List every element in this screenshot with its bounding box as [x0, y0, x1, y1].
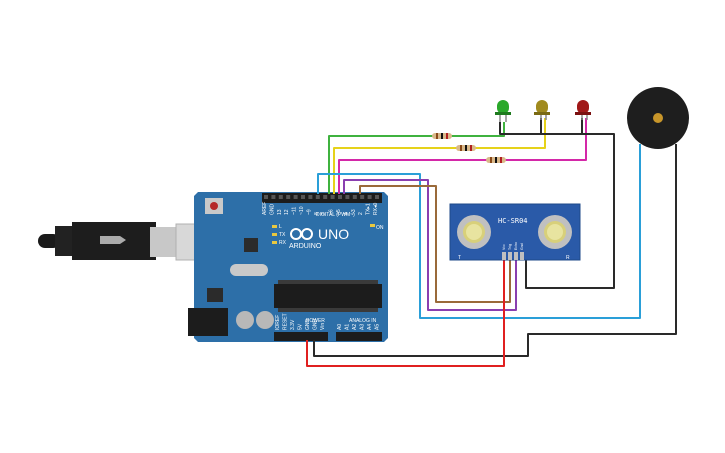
digital-label: DIGITAL (PWM~)	[316, 212, 355, 218]
digital-pin-7[interactable]	[315, 195, 320, 199]
digital-pin-label-14: TX▸1	[366, 203, 372, 215]
digital-pin-4[interactable]	[293, 195, 298, 199]
power-pin-label-0: IOREF	[275, 315, 281, 330]
digital-pin-15[interactable]	[375, 195, 379, 199]
digital-pin-13[interactable]	[360, 195, 365, 199]
resistor-green[interactable]	[432, 133, 452, 139]
piezo-buzzer[interactable]	[627, 87, 689, 149]
sensor-t-mark: T	[458, 255, 461, 261]
power-pin-label-3: 5V	[298, 323, 304, 330]
power-pin-label-4: GND	[305, 319, 311, 331]
digital-pin-label-10: ~5	[336, 209, 342, 215]
sensor-r-mark: R	[566, 255, 570, 261]
digital-pin-1[interactable]	[271, 195, 276, 199]
digital-pin-label-1: GND	[269, 204, 275, 216]
led-green[interactable]	[495, 100, 511, 122]
digital-pin-2[interactable]	[278, 195, 283, 199]
led-rx	[272, 241, 277, 244]
digital-pin-12[interactable]	[352, 195, 357, 199]
power-jack	[188, 308, 228, 336]
digital-pin-label-4: ~11	[292, 207, 298, 215]
digital-pin-0[interactable]	[264, 195, 268, 199]
digital-pin-14[interactable]	[367, 195, 372, 199]
digital-pin-label-5: ~10	[299, 206, 305, 215]
digital-pin-10[interactable]	[338, 195, 342, 199]
analog-pin-label-2: A2	[352, 324, 358, 330]
resistor-yellow[interactable]	[456, 145, 476, 151]
uno-label: UNO	[318, 226, 349, 242]
wire-magenta[interactable]	[338, 118, 587, 194]
sensor-pin-label-0: Vcc	[502, 244, 506, 250]
capacitor-right	[256, 311, 274, 329]
wire-yellow[interactable]	[333, 118, 546, 194]
resistor-red[interactable]	[486, 157, 506, 163]
digital-pin-label-9: ~6	[329, 209, 335, 215]
led-on	[370, 224, 375, 227]
digital-pin-11[interactable]	[345, 195, 350, 199]
digital-pin-3[interactable]	[286, 195, 291, 199]
power-pin-label-5: GND	[313, 319, 319, 331]
crystal	[230, 264, 268, 276]
digital-pin-label-12: ~3	[351, 209, 357, 215]
wire-red-5v[interactable]	[306, 258, 505, 367]
digital-pin-label-11: 4	[343, 212, 349, 215]
analog-header[interactable]	[336, 332, 382, 341]
wire-black-led[interactable]	[499, 122, 615, 289]
analog-pin-label-5: A5	[375, 324, 381, 330]
usb-cable[interactable]	[38, 222, 207, 261]
analog-pin-label-1: A1	[345, 324, 351, 330]
led-tx-label: TX	[279, 232, 286, 238]
arduino-logo-text: ARDUINO	[289, 243, 322, 250]
digital-pin-label-2: 13	[277, 209, 283, 215]
sensor-model-label: HC-SR04	[498, 217, 528, 225]
wire-brown[interactable]	[359, 185, 511, 303]
digital-pin-8[interactable]	[323, 195, 328, 199]
digital-pin-5[interactable]	[301, 195, 305, 199]
sensor-pin-label-1: Trig	[508, 244, 512, 250]
digital-pin-label-8: 7	[321, 212, 327, 215]
wire-green[interactable]	[328, 122, 505, 194]
digital-pin-6[interactable]	[308, 195, 313, 199]
analog-pin-label-4: A4	[367, 324, 373, 330]
wire-black-gnd[interactable]	[313, 144, 677, 357]
power-label: POWER	[306, 318, 325, 324]
wire-black-led-join[interactable]	[540, 118, 583, 134]
digital-pin-label-0: AREF	[262, 202, 268, 215]
digital-pin-label-6: ~9	[306, 209, 312, 215]
digital-pin-label-3: 12	[284, 209, 290, 215]
digital-header[interactable]	[262, 193, 382, 203]
wire-blue[interactable]	[317, 144, 641, 319]
atmega-chip	[274, 284, 382, 308]
analog-pin-label-0: A0	[337, 324, 343, 330]
usb-chip	[244, 238, 258, 252]
digital-pin-label-15: RX◂0	[373, 203, 379, 215]
wire-purple[interactable]	[343, 179, 517, 311]
led-rx-label: RX	[279, 240, 287, 246]
analog-pin-label-3: A3	[360, 324, 366, 330]
power-pin-label-1: RESET	[283, 313, 289, 330]
on-label: ON	[376, 225, 384, 231]
led-l	[272, 225, 277, 228]
power-pin-label-6: Vin	[320, 323, 326, 330]
power-pin-label-2: 3.3V	[290, 319, 296, 330]
regulator	[207, 288, 223, 302]
digital-pin-label-13: 2	[358, 212, 364, 215]
led-tx	[272, 233, 277, 236]
arduino-uno-board[interactable]: L TX RX ON ARDUINO UNO DIGITAL (PWM~) PO…	[188, 192, 388, 342]
sensor-pin-label-2: Echo	[514, 242, 518, 250]
led-red[interactable]	[575, 100, 591, 120]
analog-label: ANALOG IN	[349, 318, 377, 324]
digital-pin-label-7: 8	[314, 212, 320, 215]
digital-pin-9[interactable]	[330, 195, 335, 199]
led-l-label: L	[279, 224, 282, 230]
sensor-pin-label-3: Gnd	[520, 243, 524, 250]
power-header[interactable]	[274, 332, 328, 341]
led-yellow[interactable]	[534, 100, 550, 120]
arduino-logo-icon	[290, 228, 313, 240]
capacitor-left	[236, 311, 254, 329]
